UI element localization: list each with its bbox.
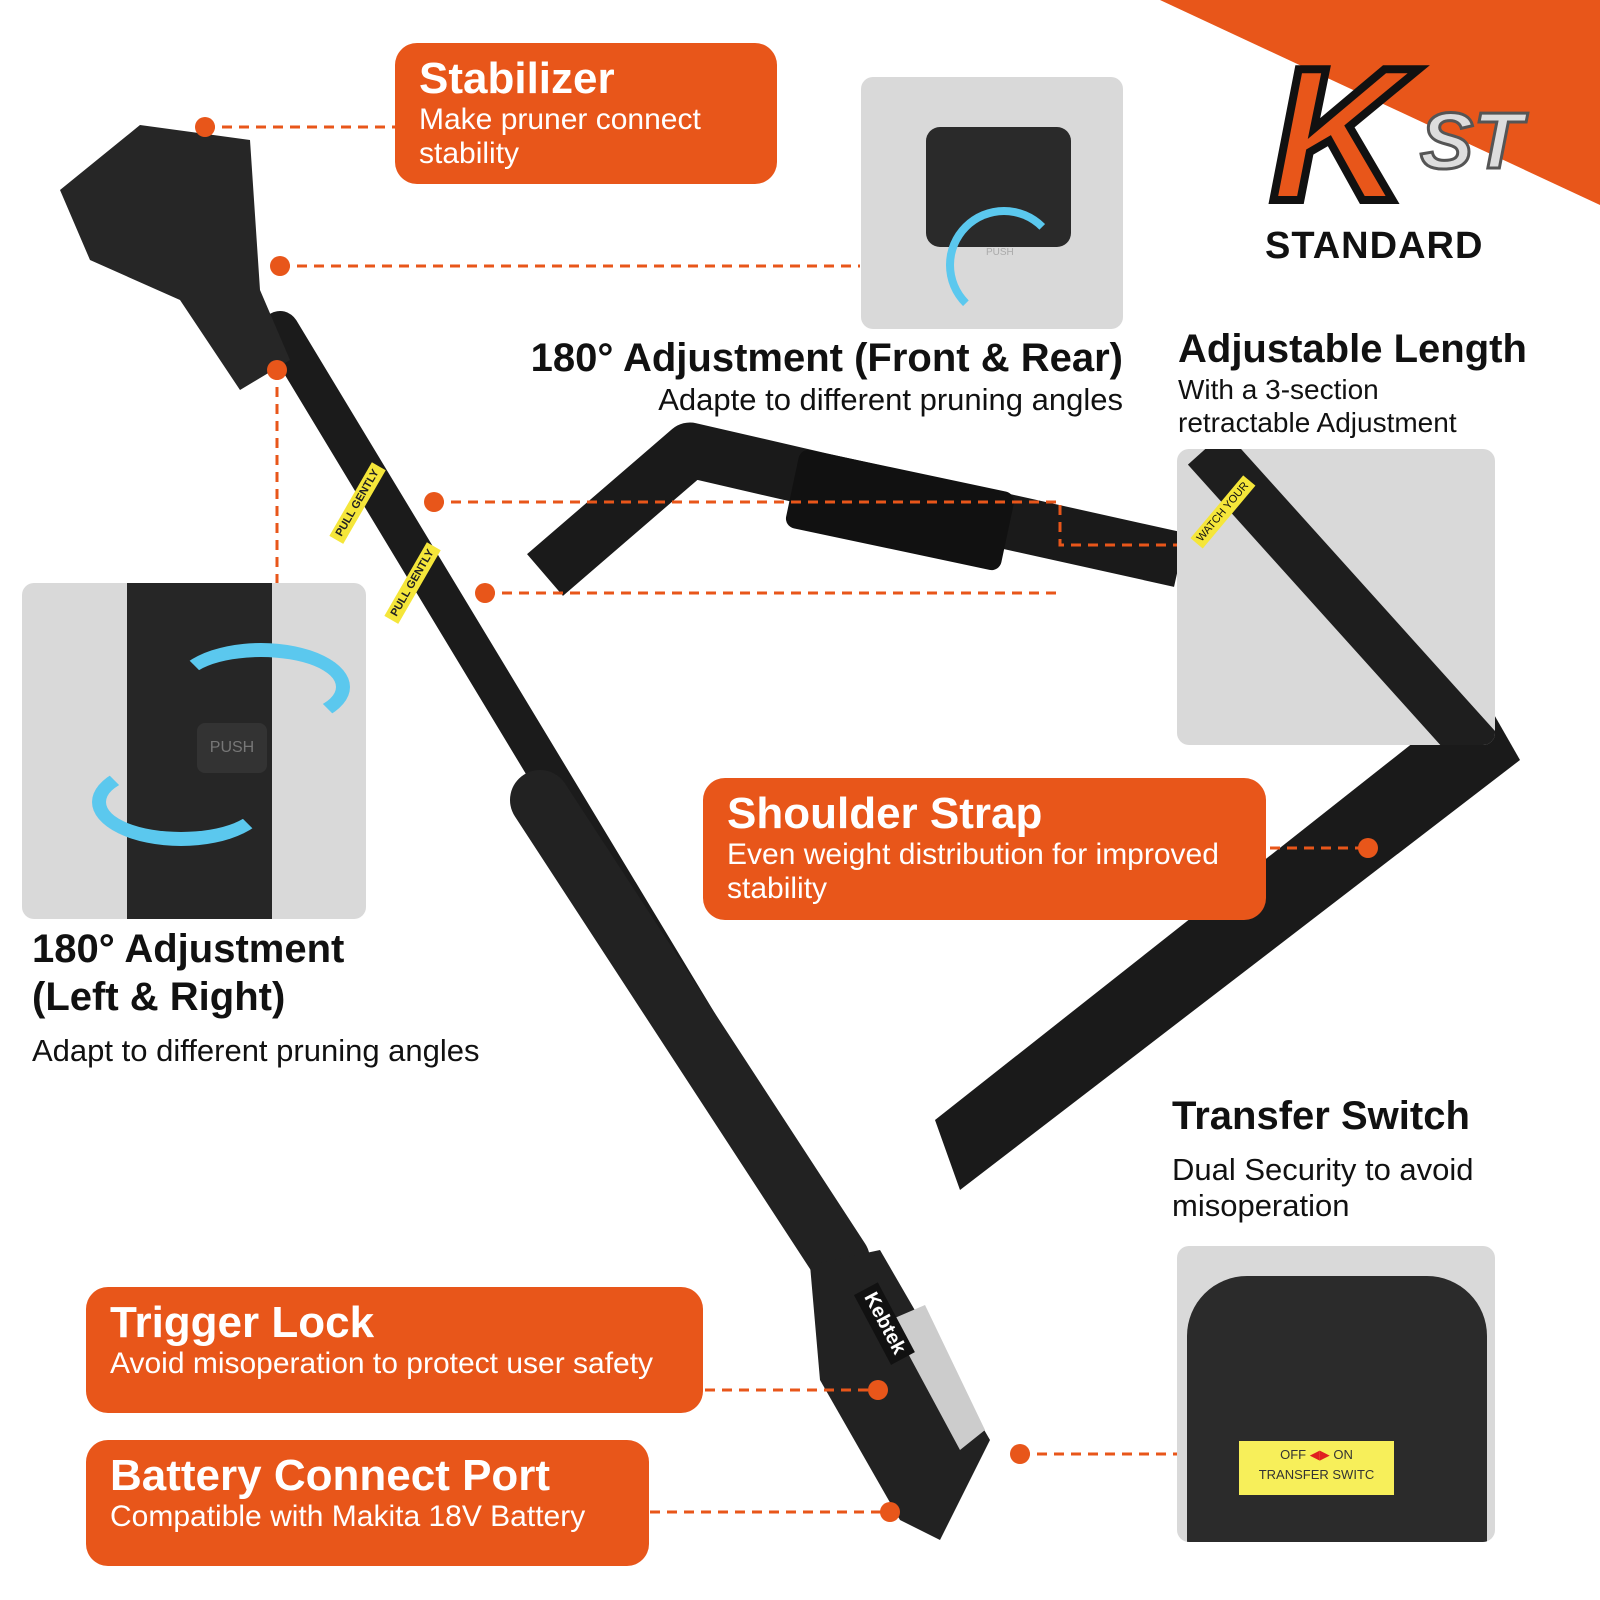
- corner-banner: [1160, 0, 1600, 205]
- off-label: OFF: [1280, 1447, 1307, 1462]
- shoulder-strap-title: Shoulder Strap: [727, 789, 1043, 838]
- shoulder-strap-callout: Shoulder Strap Even weight distribution …: [703, 778, 1266, 920]
- switch-body: [1187, 1276, 1487, 1542]
- push-label: PUSH: [986, 247, 1014, 258]
- battery-port-desc: Compatible with Makita 18V Battery: [110, 1500, 586, 1533]
- switch-photo: OFF ◀▶ ON TRANSFER SWITC: [1177, 1246, 1495, 1542]
- logo-k: K: [1266, 29, 1411, 241]
- rotate-arrow-icon: [172, 643, 350, 731]
- battery-port-title: Battery Connect Port: [110, 1451, 551, 1500]
- pole-grip: [510, 770, 870, 1290]
- length-desc-2: retractable Adjustment: [1178, 407, 1457, 438]
- logo-standard: STANDARD: [1265, 225, 1484, 267]
- stabilizer-desc: Make pruner connect stability: [419, 103, 701, 170]
- handle: [810, 1250, 990, 1540]
- stabilizer-title: Stabilizer: [419, 54, 615, 103]
- leader-lines: [205, 125, 1368, 1514]
- length-photo: WATCH YOUR: [1177, 449, 1495, 745]
- trigger-lock-desc: Avoid misoperation to protect user safet…: [110, 1347, 654, 1380]
- trigger-lock-title: Trigger Lock: [110, 1298, 375, 1347]
- left-right-photo: PUSH: [22, 583, 366, 919]
- transfer-switch-sticker: OFF ◀▶ ON TRANSFER SWITC: [1239, 1441, 1394, 1495]
- toggle-arrows-icon: ◀▶: [1309, 1447, 1330, 1462]
- pruner-head: [60, 125, 290, 390]
- shoulder-strap-lower: [935, 690, 1520, 1190]
- rotate-arrow-icon: [92, 758, 270, 846]
- battery-port-callout: Battery Connect Port Compatible with Mak…: [86, 1440, 649, 1566]
- trigger-lock-callout: Trigger Lock Avoid misoperation to prote…: [86, 1287, 703, 1413]
- switch-feature: Transfer Switch Dual Security to avoid m…: [1172, 1092, 1474, 1224]
- front-rear-title: 180° Adjustment (Front & Rear): [530, 336, 1123, 380]
- left-right-title-2: (Left & Right): [32, 975, 286, 1019]
- shoulder-strap-desc: Even weight distribution for improved st…: [727, 838, 1219, 905]
- front-rear-desc: Adapte to different pruning angles: [658, 382, 1123, 417]
- front-rear-photo: PUSH: [861, 77, 1123, 329]
- kst-logo: K ST STANDARD: [1265, 29, 1570, 270]
- left-right-title-1: 180° Adjustment: [32, 927, 345, 971]
- switch-title: Transfer Switch: [1172, 1094, 1470, 1138]
- switch-desc-1: Dual Security to avoid: [1172, 1152, 1474, 1187]
- on-label: ON: [1333, 1447, 1353, 1462]
- off-on-row: OFF ◀▶ ON: [1239, 1447, 1394, 1463]
- length-desc-1: With a 3-section: [1178, 374, 1379, 405]
- transfer-switch-label: TRANSFER SWITC: [1258, 1467, 1375, 1482]
- switch-desc-2: misoperation: [1172, 1188, 1350, 1223]
- stabilizer-callout: Stabilizer Make pruner connect stability: [395, 43, 777, 184]
- front-rear-feature: 180° Adjustment (Front & Rear) Adapte to…: [531, 334, 1123, 418]
- length-title: Adjustable Length: [1178, 327, 1527, 371]
- length-feature: Adjustable Length With a 3-section retra…: [1178, 325, 1527, 439]
- left-right-feature: 180° Adjustment (Left & Right) Adapt to …: [32, 925, 480, 1069]
- leader-dots: [195, 117, 1378, 1522]
- rotate-arrow-icon: [946, 207, 1062, 323]
- logo-st: ST: [1418, 95, 1523, 187]
- handle-grip: [890, 1305, 985, 1450]
- left-right-desc: Adapt to different pruning angles: [32, 1033, 480, 1068]
- strap-pad: [785, 449, 1015, 571]
- push-label: PUSH: [209, 739, 255, 756]
